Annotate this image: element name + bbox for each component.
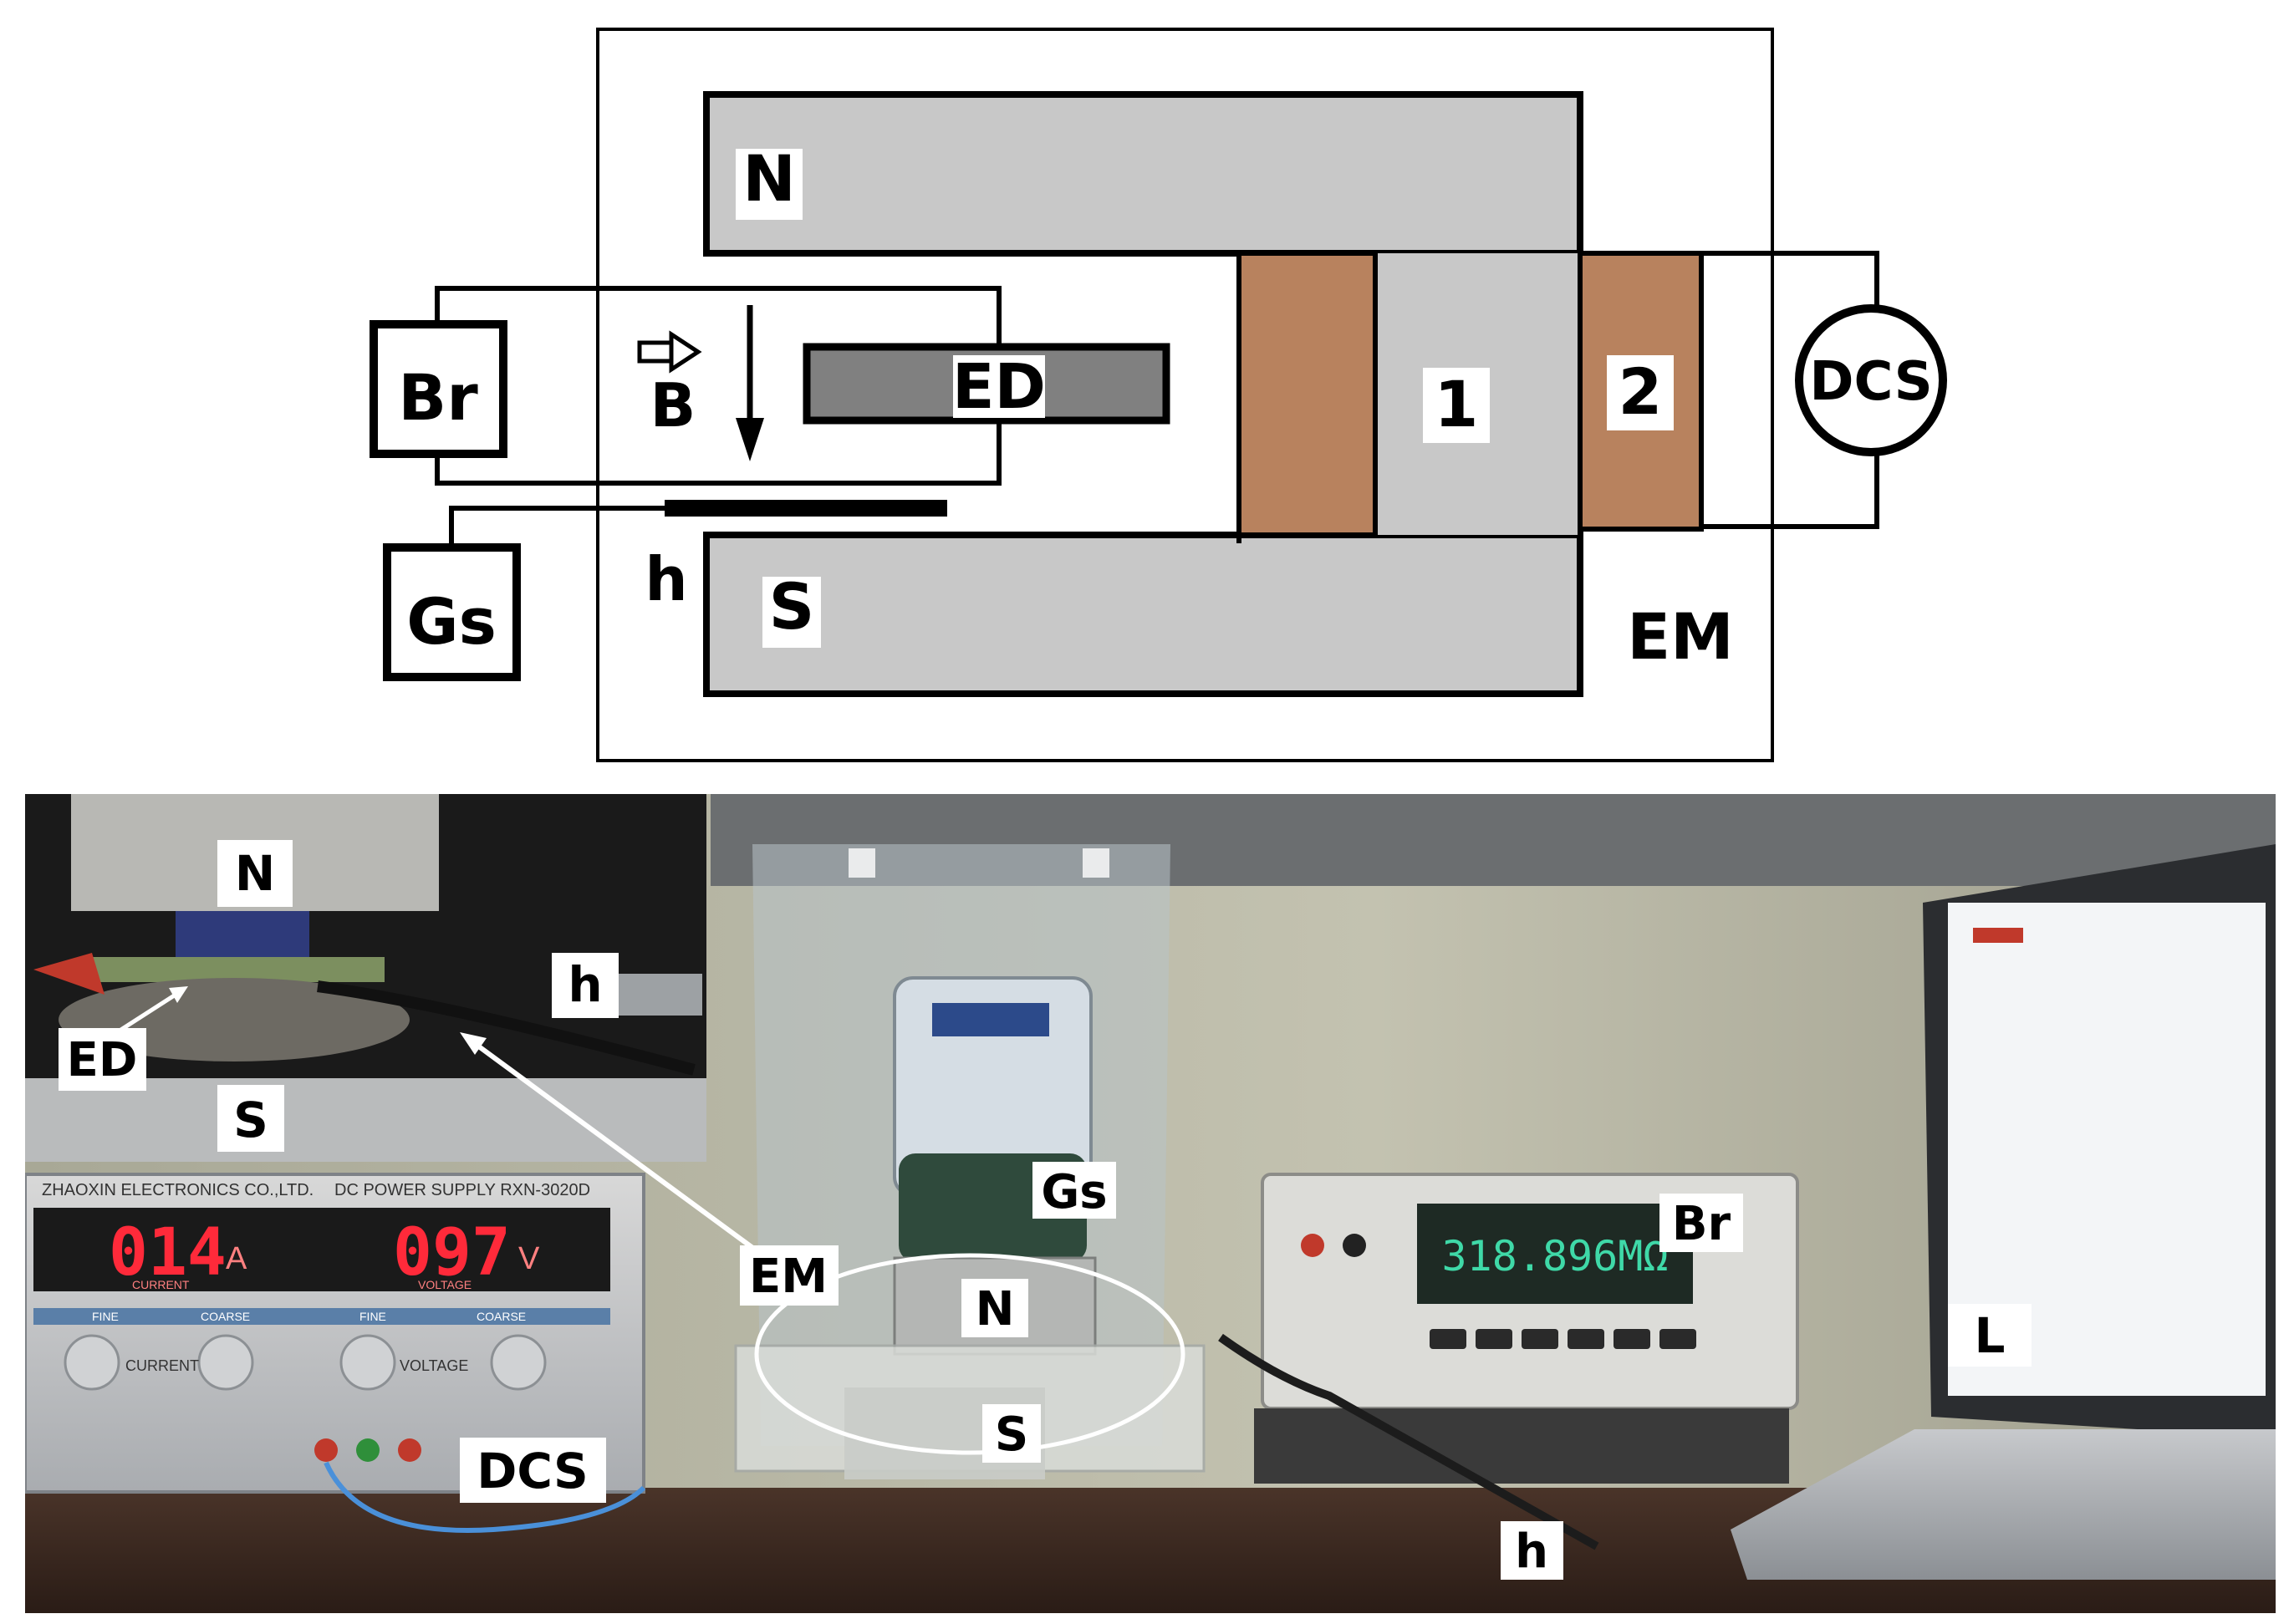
photo-label-gs: Gs [1041, 1165, 1107, 1219]
gaussmeter-device [893, 976, 1093, 1262]
psu-brand: ZHAOXIN ELECTRONICS CO.,LTD. [42, 1181, 314, 1199]
label-h: h [645, 544, 687, 614]
label-coil-1: 1 [1435, 367, 1479, 441]
laptop-device [1731, 844, 2276, 1580]
photo-label-s: S [995, 1408, 1028, 1462]
b-field-down-arrow-icon [736, 305, 764, 461]
psu-knob-voltage-coarse[interactable] [490, 1334, 547, 1391]
dcs-wire-return [1701, 443, 1879, 529]
label-ed: ED [952, 351, 1046, 423]
psu-current-display: 014 [109, 1215, 227, 1291]
coil-left [1236, 251, 1378, 537]
label-br: Br [398, 360, 478, 435]
gs-wire [449, 506, 665, 556]
south-pole-piece [703, 532, 1583, 697]
setup-photo: Gs N S EM 318.896MΩ Br L h [25, 794, 2276, 1613]
pointer-arrow-em-icon [460, 1032, 762, 1256]
multimeter-reading: 318.896MΩ [1442, 1232, 1669, 1280]
photo-label-br: Br [1672, 1197, 1731, 1251]
inset-label-s: S [233, 1092, 268, 1148]
em-assembly [734, 1253, 1206, 1479]
br-box [370, 320, 507, 458]
hall-probe [665, 500, 947, 517]
psu-knob-current-fine[interactable] [64, 1334, 120, 1391]
photo-label-h-bottom: h [1515, 1525, 1548, 1579]
label-coil-2: 2 [1619, 354, 1663, 429]
dc-power-supply: ZHAOXIN ELECTRONICS CO.,LTD. DC POWER SU… [25, 1173, 646, 1533]
psu-fine-right: FINE [359, 1310, 386, 1323]
em-highlight-ellipse [754, 1253, 1185, 1455]
photo-label-n: N [976, 1282, 1015, 1336]
photo-label-l: L [1975, 1307, 2006, 1364]
psu-knob-voltage-fine[interactable] [339, 1334, 396, 1391]
label-south: S [769, 569, 815, 644]
psu-fine-left: FINE [92, 1310, 119, 1323]
psu-knob-voltage-label: VOLTAGE [400, 1357, 468, 1374]
b-field-right-arrow-icon [637, 330, 702, 374]
br-wire [435, 286, 1002, 347]
psu-coarse-right: COARSE [477, 1310, 526, 1323]
probe-cable [1218, 1333, 1599, 1550]
psu-current-unit: A [226, 1241, 247, 1276]
gs-box [383, 543, 521, 681]
label-em: EM [1627, 599, 1734, 674]
inset-label-ed: ED [67, 1033, 138, 1087]
psu-knob-current-coarse[interactable] [197, 1334, 254, 1391]
psu-voltage-unit: V [518, 1241, 540, 1276]
label-dcs: DCS [1809, 351, 1932, 413]
psu-model: DC POWER SUPPLY RXN-3020D [334, 1181, 590, 1199]
inset-label-h: h [568, 956, 602, 1013]
photo-label-dcs: DCS [477, 1443, 589, 1499]
label-gs: Gs [406, 584, 497, 659]
dcs-symbol [1795, 304, 1947, 456]
dcs-wire [1701, 251, 1879, 318]
psu-knob-current-label: CURRENT [125, 1357, 199, 1374]
inset-label-n: N [235, 845, 276, 902]
psu-voltage-display: 097 [393, 1215, 511, 1291]
label-north: N [742, 141, 796, 216]
photo-label-em: EM [749, 1250, 828, 1304]
label-b-field: B [650, 370, 696, 440]
north-pole-piece [703, 91, 1583, 257]
psu-coarse-left: COARSE [201, 1310, 250, 1323]
psu-current-caption: CURRENT [132, 1278, 190, 1291]
pointer-arrow-ed-icon [115, 986, 188, 1035]
br-wire-return [435, 420, 1002, 486]
schematic-diagram: N S Br Gs B ED h 1 2 DCS EM [370, 28, 1947, 762]
psu-voltage-caption: VOLTAGE [418, 1278, 472, 1291]
